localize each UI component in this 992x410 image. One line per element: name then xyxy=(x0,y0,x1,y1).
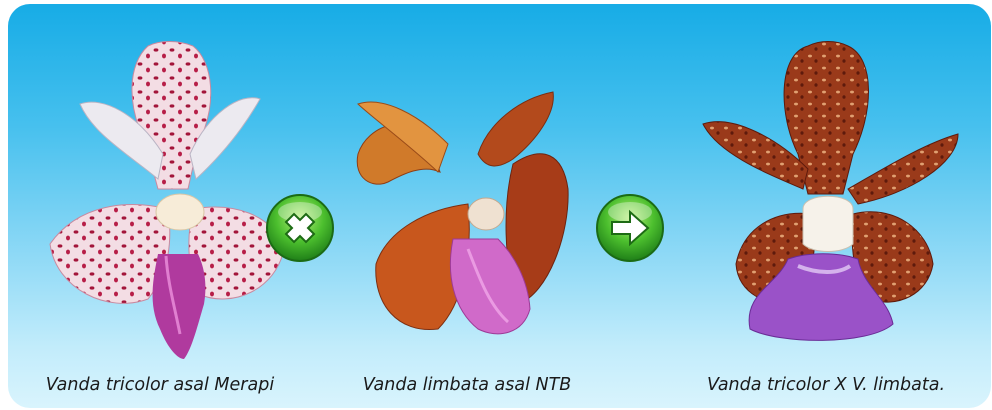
caption-hybrid: Vanda tricolor X V. limbata. xyxy=(707,375,945,395)
caption-parent1: Vanda tricolor asal Merapi xyxy=(46,375,274,395)
multiply-x-icon xyxy=(264,192,336,264)
hybrid-flower-image xyxy=(8,4,991,408)
arrow-right-icon xyxy=(594,192,666,264)
diagram-panel: Vanda tricolor asal Merapi Vanda limbata… xyxy=(8,4,991,408)
caption-parent2: Vanda limbata asal NTB xyxy=(363,375,572,395)
